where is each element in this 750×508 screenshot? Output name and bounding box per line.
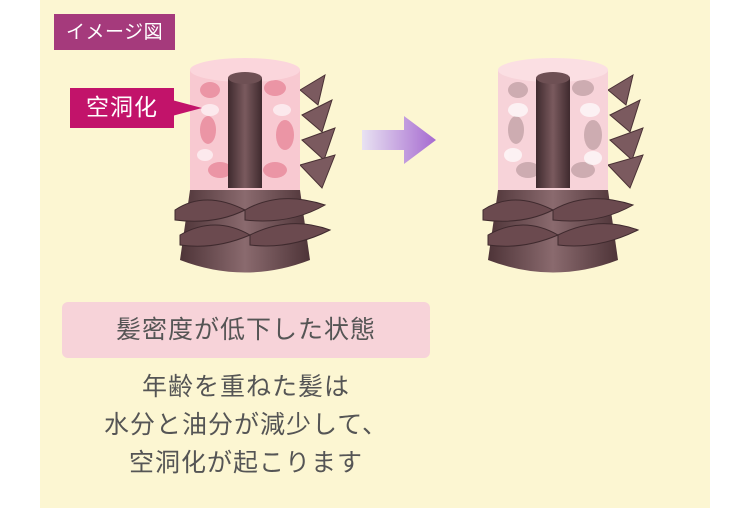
- medulla: [228, 78, 262, 188]
- medulla: [536, 78, 570, 188]
- medulla-top: [536, 72, 570, 84]
- description-line: 水分と油分が減少して、: [103, 410, 388, 439]
- state-caption: 髪密度が低下した状態: [62, 302, 430, 358]
- hollowing-callout: 空洞化: [70, 88, 174, 128]
- description-line: 年齢を重ねた髪は: [141, 372, 350, 401]
- right-arrow-icon: [362, 116, 436, 164]
- image-tag: イメージ図: [54, 14, 176, 50]
- medulla-top: [228, 72, 262, 84]
- cortex-top: [498, 58, 608, 82]
- hair-cross-section-before: [174, 58, 336, 273]
- cavities: [197, 104, 291, 161]
- hair-cross-section-after: [482, 58, 644, 273]
- description: 年齢を重ねた髪は 水分と油分が減少して、 空洞化が起こります: [62, 368, 430, 482]
- cuticle-scales: [299, 73, 336, 189]
- callout-pointer: [172, 100, 202, 116]
- cortex-top: [190, 58, 300, 82]
- description-line: 空洞化が起こります: [128, 448, 363, 477]
- cuticle-petals: [482, 198, 640, 247]
- cuticle-petals: [174, 198, 332, 247]
- cuticle-scales: [607, 73, 644, 189]
- cortex-cells: [200, 73, 294, 178]
- cavities: [504, 103, 602, 165]
